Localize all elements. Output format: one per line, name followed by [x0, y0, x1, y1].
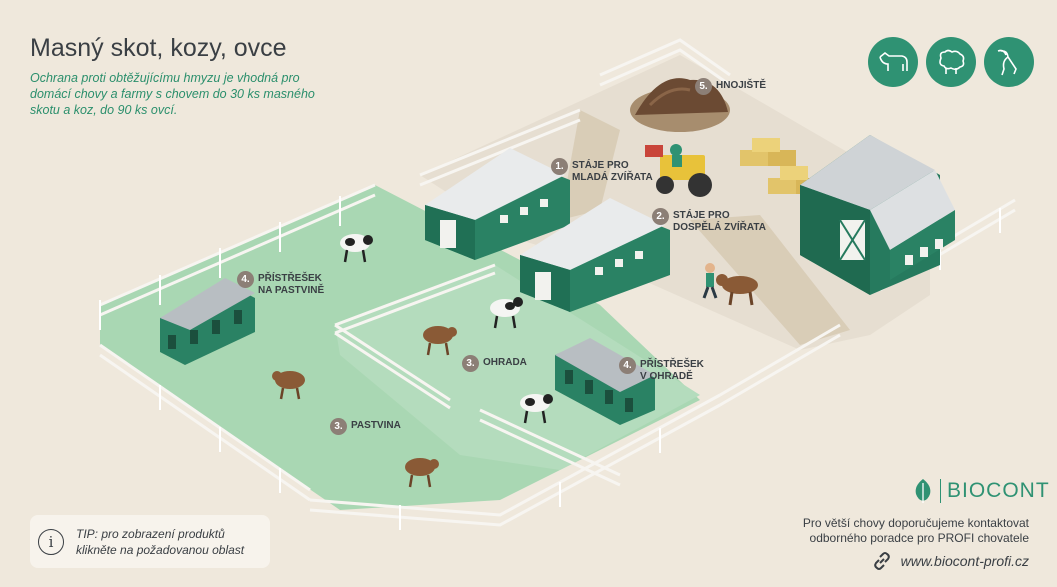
tip-box: i TIP: pro zobrazení produktů klikněte n…: [30, 515, 270, 568]
stable-young-animals[interactable]: [425, 148, 570, 260]
brand-separator: [940, 479, 941, 503]
area-label-shelter-enclosure[interactable]: 4. PŘÍSTŘEŠEK V OHRADĚ: [619, 357, 704, 383]
area-label-shelter-pasture[interactable]: 4. PŘÍSTŘEŠEK NA PASTVINĚ: [237, 271, 324, 297]
contact-text: Pro větší chovy doporučujeme kontaktovat…: [802, 516, 1029, 545]
area-label-stable-young[interactable]: 1. STÁJE PRO MLADÁ ZVÍŘATA: [551, 158, 653, 184]
page-subtitle: Ochrana proti obtěžujícímu hmyzu je vhod…: [30, 71, 315, 117]
animal-icons: [868, 37, 1034, 87]
brand-logo[interactable]: BIOCONT: [912, 478, 1050, 504]
tip-text: TIP: pro zobrazení produktů klikněte na …: [76, 526, 245, 557]
area-label-manure[interactable]: 5. HNOJIŠTĚ: [695, 78, 766, 95]
area-label-enclosure[interactable]: 3. OHRADA: [462, 355, 527, 372]
cow-brown-1: [423, 326, 457, 356]
area-label-stable-adult[interactable]: 2. STÁJE PRO DOSPĚLÁ ZVÍŘATA: [652, 208, 766, 234]
area-badge: 1.: [551, 158, 568, 175]
leaf-icon: [915, 479, 931, 503]
farmer-with-cow: [702, 263, 758, 306]
page-title: Masný skot, kozy, ovce: [30, 34, 287, 62]
website-link[interactable]: www.biocont-profi.cz: [871, 550, 1029, 572]
main-barn[interactable]: [800, 135, 955, 295]
website-url: www.biocont-profi.cz: [900, 553, 1029, 569]
brand-name: BIOCONT: [947, 479, 1050, 502]
area-label-text: STÁJE PRO MLADÁ ZVÍŘATA: [572, 160, 653, 183]
dirt-path: [560, 110, 620, 220]
area-badge: 4.: [619, 357, 636, 374]
area-badge: 2.: [652, 208, 669, 225]
link-icon: [873, 552, 890, 570]
info-icon: i: [38, 528, 64, 555]
area-label-pasture[interactable]: 3. PASTVINA: [330, 418, 401, 435]
area-badge: 3.: [462, 355, 479, 372]
area-label-text: PŘÍSTŘEŠEK V OHRADĚ: [640, 359, 704, 382]
dirt-path-2: [690, 215, 850, 345]
area-label-text: HNOJIŠTĚ: [716, 80, 767, 91]
cow-black-white-3: [520, 394, 553, 424]
area-label-text: PŘÍSTŘEŠEK NA PASTVINĚ: [258, 273, 325, 296]
goat-icon[interactable]: [984, 37, 1034, 87]
area-badge: 4.: [237, 271, 254, 288]
area-badge: 3.: [330, 418, 347, 435]
area-label-text: PASTVINA: [351, 420, 401, 431]
fences: [99, 38, 1016, 527]
cow-icon[interactable]: [868, 37, 918, 87]
area-label-text: STÁJE PRO DOSPĚLÁ ZVÍŘATA: [673, 210, 766, 233]
cow-black-white-2: [490, 297, 523, 329]
sheep-icon[interactable]: [926, 37, 976, 87]
area-badge: 5.: [695, 78, 712, 95]
cow-brown-2: [272, 371, 305, 400]
shelter-enclosure[interactable]: [555, 338, 655, 425]
cow-brown-3: [405, 458, 439, 488]
shelter-pasture[interactable]: [160, 278, 255, 365]
cow-black-white-1: [340, 234, 373, 263]
stable-adult-animals[interactable]: [520, 198, 670, 312]
area-label-text: OHRADA: [483, 357, 527, 368]
tractor: [645, 144, 712, 197]
